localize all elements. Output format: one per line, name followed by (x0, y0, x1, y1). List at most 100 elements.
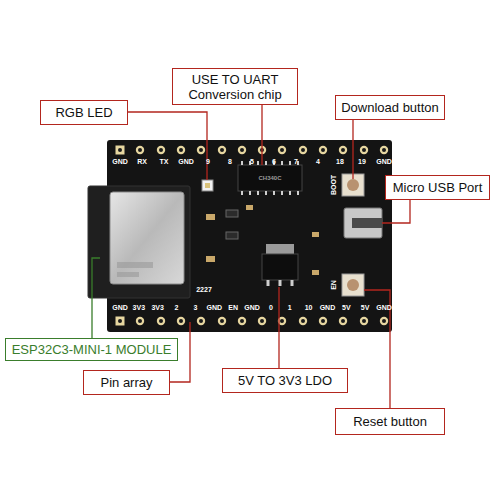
header-pad (299, 317, 307, 325)
rgb-led (202, 180, 213, 191)
smd-part (312, 270, 319, 275)
callout-text-group: USE TO UART Conversion chip (173, 72, 297, 102)
pin-label: EN (228, 304, 238, 312)
header-pad (218, 317, 226, 325)
callout-box: RGB LED (40, 100, 128, 125)
pin-label: 8 (228, 158, 232, 166)
leader-line (261, 105, 262, 165)
pin-label: GND (244, 304, 260, 312)
callout-box: Pin array (83, 370, 170, 395)
header-pad (238, 146, 246, 154)
smd-part (226, 232, 238, 239)
callout-label: RGB LED (55, 105, 112, 120)
pin-label: 4 (316, 158, 320, 166)
leader-line (128, 112, 207, 180)
usb-opening (352, 218, 382, 228)
silkscreen-text: EN (330, 280, 338, 290)
callout-label: 5V TO 3V3 LDO (238, 373, 332, 388)
micro-usb-port (344, 208, 382, 238)
pin-label: GND (207, 304, 223, 312)
header-pad (339, 146, 347, 154)
pin-label: 3V3 (151, 304, 163, 312)
callout-label: Micro USB Port (393, 180, 483, 195)
smd-part (206, 256, 215, 262)
silkscreen-text: BOOT (330, 175, 338, 195)
pin-label: GND (376, 158, 392, 166)
pin-label: 6 (272, 158, 276, 166)
callout-box: ESP32C3-MINI-1 MODULE (5, 338, 178, 361)
leader-lines (128, 105, 410, 408)
pin-label: 5 (250, 158, 254, 166)
callout-label: Reset button (353, 414, 427, 429)
callout-text-group: Pin array (100, 375, 152, 390)
pin-label: 5V (361, 304, 370, 312)
header-pad (299, 146, 307, 154)
smd-part (312, 232, 319, 237)
pin-label: 7 (294, 158, 298, 166)
pin-label: RX (137, 158, 147, 166)
callout-text-group: ESP32C3-MINI-1 MODULE (12, 342, 172, 357)
leader-line (382, 200, 410, 223)
header-pad (218, 146, 226, 154)
uart-chip (238, 165, 302, 191)
callout-box: Reset button (335, 408, 445, 435)
button-cap (347, 179, 359, 191)
shield-can (110, 192, 184, 284)
callout-box: Micro USB Port (385, 175, 490, 200)
header-pad (278, 146, 286, 154)
header-pad (258, 317, 266, 325)
callout-box: 5V TO 3V3 LDO (222, 368, 348, 393)
pin-label: 18 (336, 158, 344, 166)
callout-text-group: Download button (341, 100, 439, 115)
callout-label: USE TO UART Conversion chip (173, 72, 297, 102)
header-pad (177, 317, 185, 325)
silkscreen-text: CH340C (258, 174, 281, 182)
pcb-board (107, 140, 392, 332)
square-pad (116, 146, 125, 155)
pin-label: 3 (193, 304, 197, 312)
pin-label: 5V (342, 304, 351, 312)
ldo-tab (266, 244, 294, 254)
header-pad (197, 146, 205, 154)
silkscreen-text: 2227 (196, 286, 212, 294)
pin-label: 9 (206, 158, 210, 166)
header-pad (157, 146, 165, 154)
header-pad (197, 317, 205, 325)
callout-label: ESP32C3-MINI-1 MODULE (12, 342, 172, 357)
header-pad (136, 317, 144, 325)
pin-label: GND (112, 304, 128, 312)
pin-label: 19 (358, 158, 366, 166)
pad-hole (118, 148, 122, 152)
led-die (205, 183, 210, 188)
pad-hole (118, 319, 122, 323)
header-pad (319, 146, 327, 154)
pin-label: 3V3 (133, 304, 145, 312)
header-pad (177, 146, 185, 154)
callout-text-group: Micro USB Port (393, 180, 483, 195)
chip-pins (242, 161, 298, 195)
pin-label: GND (112, 158, 128, 166)
smd-part (246, 205, 253, 210)
smd-part (226, 210, 238, 217)
pin-label: 1 (288, 304, 292, 312)
smd-part (206, 214, 215, 220)
header-pad (360, 146, 368, 154)
pin-label: 0 (269, 304, 273, 312)
can-marking (117, 262, 153, 268)
pin-label: GND (320, 304, 336, 312)
pin-label: GND (376, 304, 392, 312)
ldo-pins (268, 280, 292, 286)
pin-label: 10 (305, 304, 313, 312)
header-pad (136, 146, 144, 154)
can-marking (117, 272, 139, 277)
square-pad (116, 317, 125, 326)
callout-box: USE TO UART Conversion chip (172, 68, 298, 105)
header-pad (157, 317, 165, 325)
callout-text-group: Reset button (353, 414, 427, 429)
ldo-regulator (262, 254, 298, 280)
callout-label: Pin array (100, 375, 152, 390)
pin-label: TX (160, 158, 169, 166)
callout-label: Download button (341, 100, 439, 115)
leader-line (278, 287, 279, 368)
